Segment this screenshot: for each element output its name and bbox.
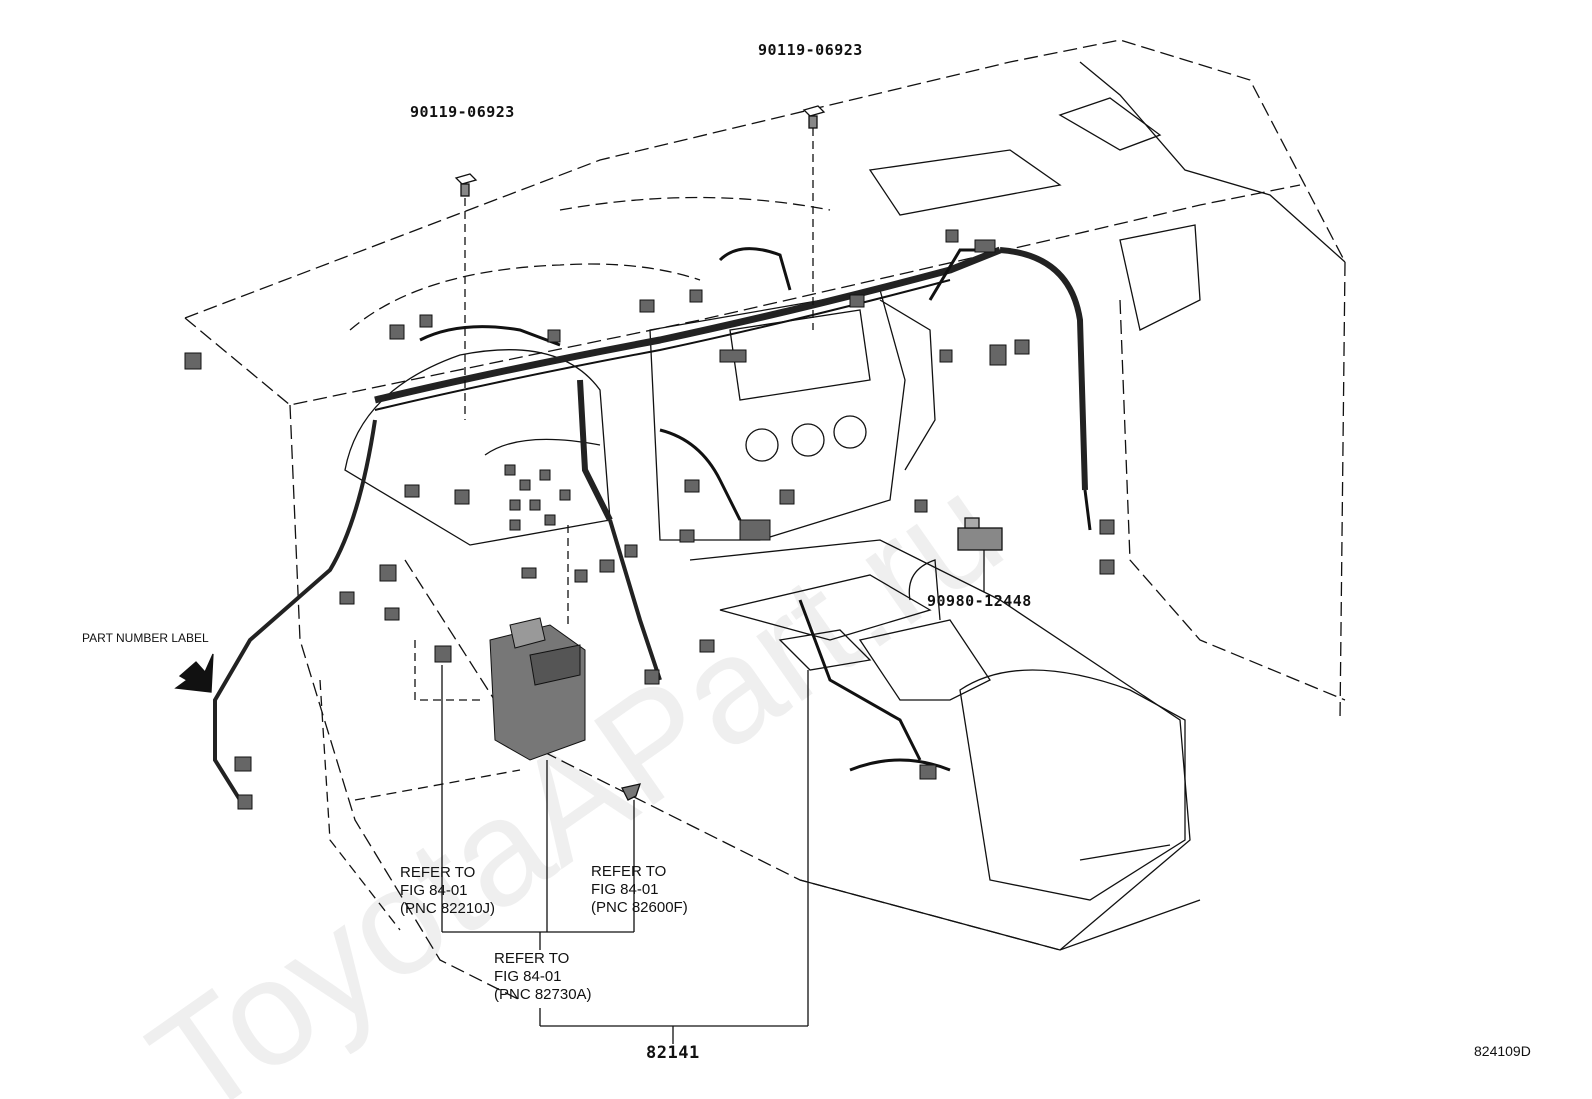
reference-line: FIG 84-01 bbox=[494, 968, 562, 985]
dashboard-outline bbox=[184, 39, 1346, 319]
junction-block bbox=[489, 617, 586, 761]
instrument-cluster bbox=[344, 349, 611, 546]
reference-line: REFER TO bbox=[494, 950, 570, 967]
bolt-part-label: 90119-06923 bbox=[758, 41, 863, 59]
bolt-icon bbox=[454, 173, 478, 197]
main-harness bbox=[374, 246, 1002, 404]
reference-line: FIG 84-01 bbox=[400, 882, 468, 899]
reference-line: REFER TO bbox=[400, 864, 476, 881]
relay-connector bbox=[957, 517, 1003, 551]
reference-line: (PNC 82600F) bbox=[591, 899, 688, 916]
clip-icon bbox=[621, 783, 641, 801]
reference-line: FIG 84-01 bbox=[591, 881, 659, 898]
relay-part-label: 90980-12448 bbox=[927, 592, 1032, 610]
reference-line: REFER TO bbox=[591, 863, 667, 880]
bolt-part-label: 90119-06923 bbox=[410, 103, 515, 121]
reference-line: (PNC 82730A) bbox=[494, 986, 592, 1003]
arrow-icon bbox=[174, 653, 214, 693]
figure-code: 824109D bbox=[1474, 1043, 1531, 1059]
part-number-label-text: PART NUMBER LABEL bbox=[82, 631, 209, 645]
center-console bbox=[689, 539, 1191, 951]
center-stack bbox=[649, 289, 906, 541]
reference-line: (PNC 82210J) bbox=[400, 900, 496, 917]
bolt-icon bbox=[802, 105, 826, 129]
main-part-number: 82141 bbox=[646, 1043, 700, 1063]
